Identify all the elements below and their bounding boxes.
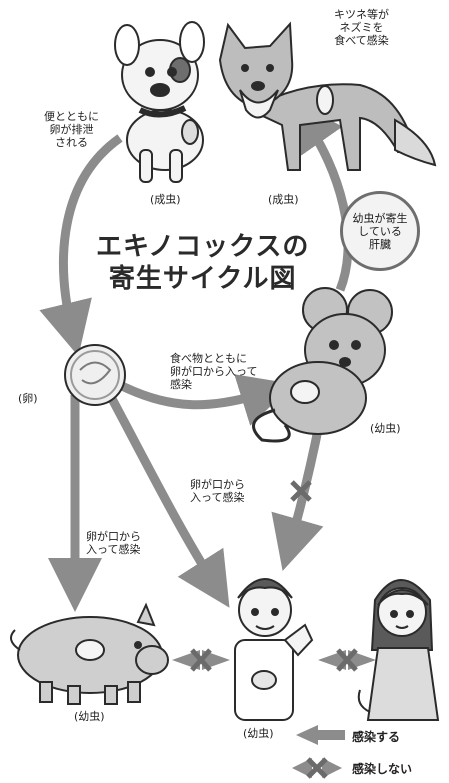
mouse-stage-label: (幼虫) [370, 422, 401, 435]
dog-illustration [114, 21, 205, 183]
mouse-note-label: 食べ物とともに 卵が口から入って 感染 [170, 352, 258, 391]
blocked-arrow-pig-human [172, 648, 230, 672]
no-infection-cross-mouse [290, 480, 312, 502]
legend-infect-arrow [296, 725, 345, 745]
diagram-title: エキノコックスの 寄生サイクル図 [96, 232, 310, 294]
fox-stage-label: (成虫) [268, 193, 299, 206]
legend-infect-label: 感染する [352, 730, 401, 744]
man-illustration [234, 578, 314, 721]
arrow-egg-to-mouse [117, 374, 294, 426]
legend-no-infect-label: 感染しない [352, 762, 413, 776]
arrow-dog-to-egg [39, 134, 123, 357]
egg-label: (卵) [18, 392, 38, 405]
woman-illustration [357, 579, 440, 721]
mouth-center-label: 卵が口から 入って感染 [190, 478, 245, 504]
blocked-arrow-human-woman [318, 648, 376, 672]
mouse-illustration [252, 287, 393, 443]
fox-illustration [218, 21, 437, 171]
pig-illustration [10, 602, 169, 705]
mouth-left-label: 卵が口から 入って感染 [86, 530, 141, 556]
legend-no-infect-arrow [292, 757, 342, 779]
egg-excretion-label: 便とともに 卵が排泄 される [44, 110, 99, 149]
pig-stage-label: (幼虫) [74, 710, 105, 723]
arrow-mouse-to-fox [289, 97, 353, 292]
liver-bubble: 幼虫が寄生 している 肝臓 [340, 191, 420, 271]
fox-note-label: キツネ等が ネズミを 食べて感染 [334, 8, 389, 47]
human-stage-label: (幼虫) [243, 727, 274, 740]
egg-illustration [64, 344, 126, 406]
arrow-egg-to-human [106, 392, 230, 608]
dog-stage-label: (成虫) [150, 193, 181, 206]
